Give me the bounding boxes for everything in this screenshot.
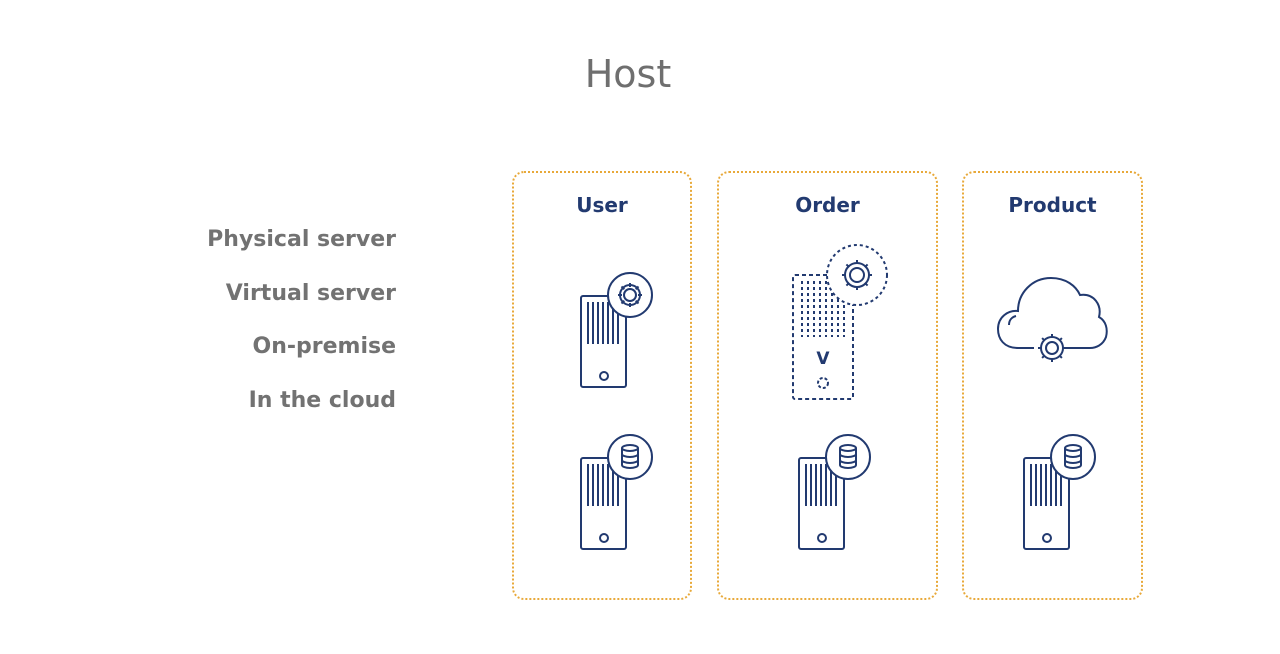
label-on-premise: On-premise: [252, 334, 397, 359]
diagram-title: Host: [584, 52, 672, 96]
column-product: Product: [962, 171, 1143, 600]
column-user: User: [512, 171, 692, 600]
server-with-database-icon: [798, 434, 871, 550]
label-physical-server: Physical server: [207, 227, 396, 252]
server-with-database-icon: [580, 434, 653, 550]
virtual-server-with-gear-icon: V: [792, 244, 888, 400]
column-title-product: Product: [1008, 193, 1097, 217]
host-type-labels: Physical server Virtual server On-premis…: [140, 222, 396, 436]
server-with-database-icon: [1023, 434, 1096, 550]
column-title-order: Order: [795, 193, 860, 217]
cloud-with-gear-icon: [996, 276, 1108, 362]
virtual-letter: V: [816, 349, 830, 369]
server-with-gear-icon: [580, 272, 653, 388]
label-in-the-cloud: In the cloud: [248, 387, 396, 413]
label-virtual-server: Virtual server: [225, 280, 396, 306]
column-title-user: User: [576, 193, 628, 217]
column-order: Order V: [717, 171, 938, 600]
